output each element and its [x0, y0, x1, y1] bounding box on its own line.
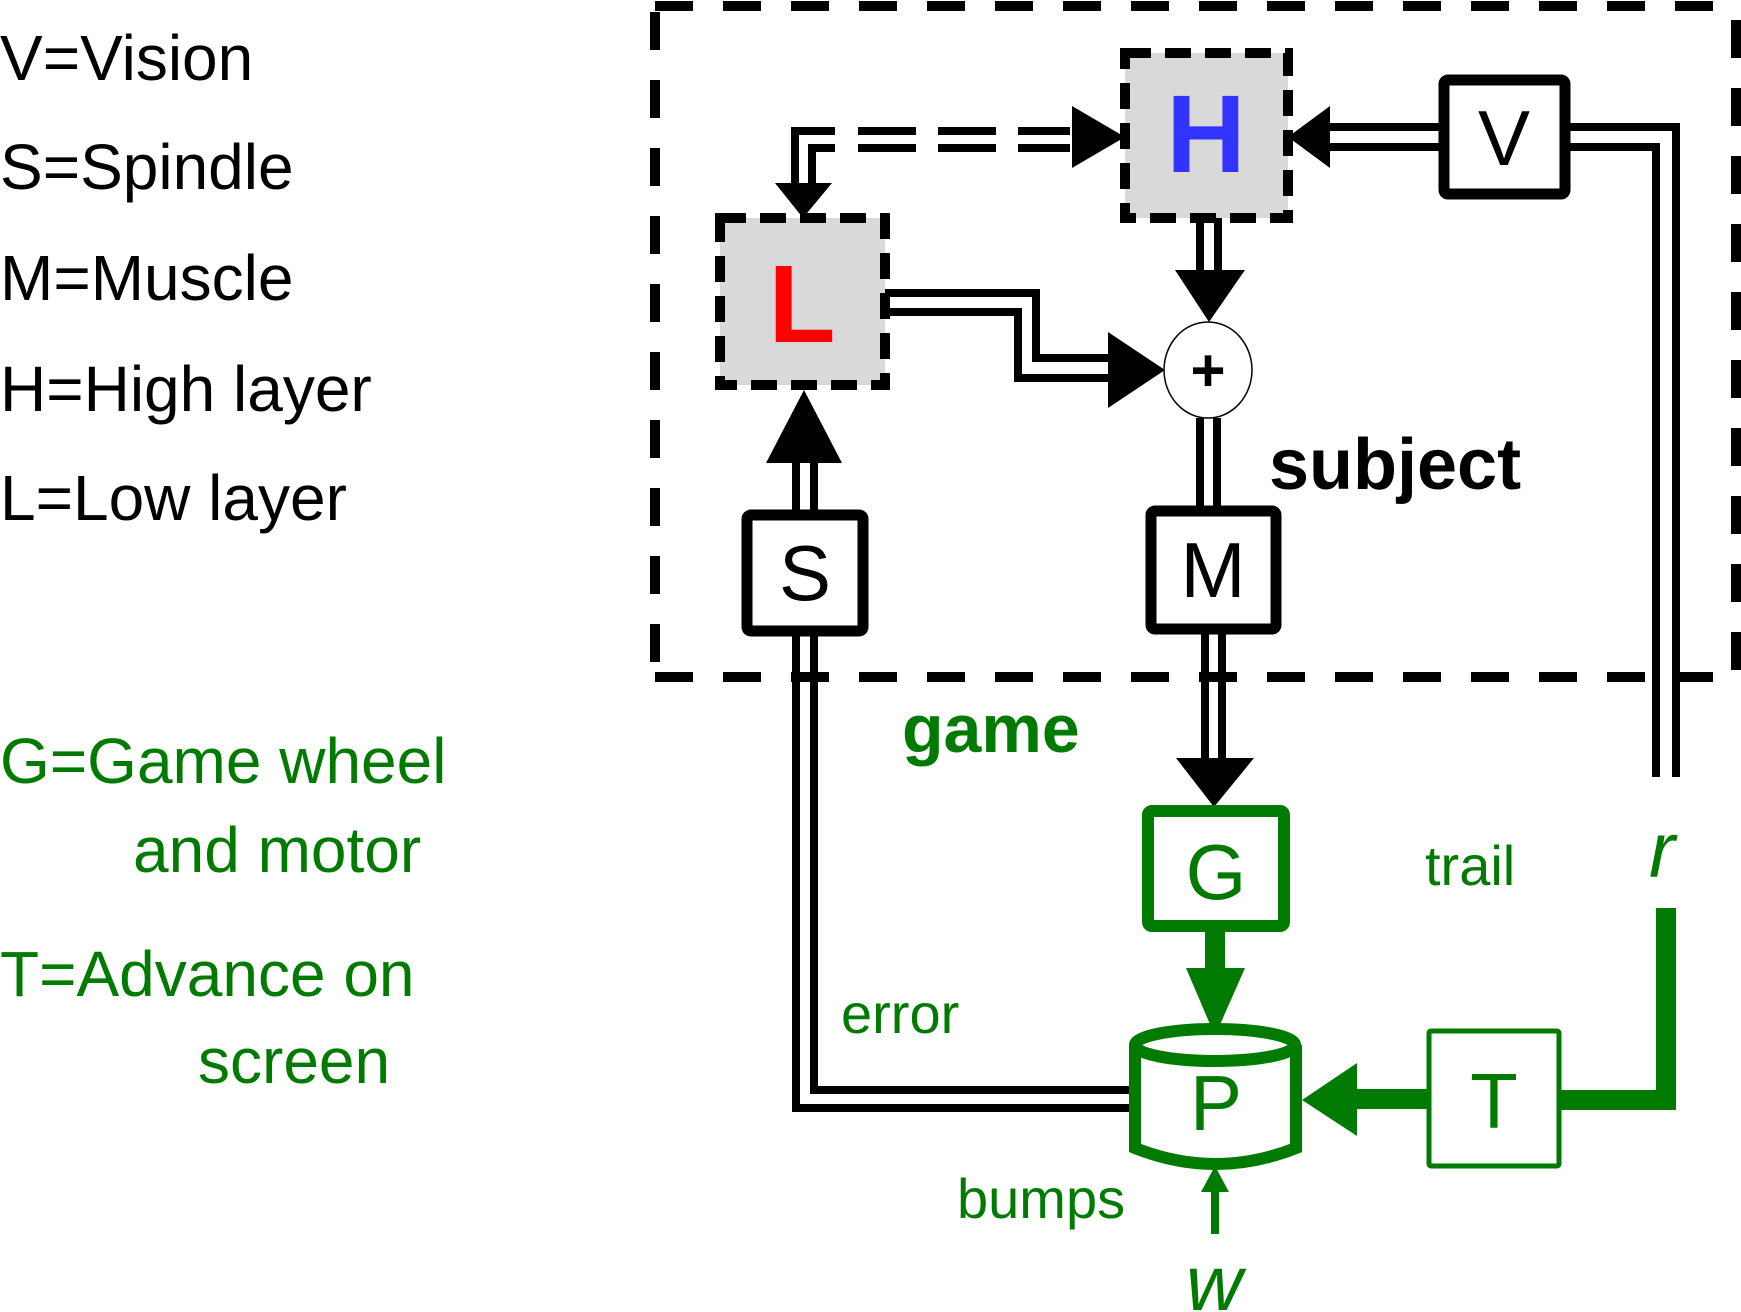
connectors-black: [792, 123, 1680, 1112]
block-p-label: P: [1190, 1059, 1242, 1147]
subject-label: subject: [1269, 425, 1521, 505]
block-s-label: S: [779, 529, 831, 617]
arrowhead-into-sum-left: [1108, 332, 1165, 408]
legend-black: V=Vision S=Spindle M=Muscle H=High layer…: [0, 22, 372, 534]
subject-boundary: [650, 1, 1741, 682]
sum-plus-icon: +: [1190, 337, 1225, 404]
connector-t-to-p: [1302, 1063, 1429, 1136]
legend-item-vision: V=Vision: [0, 22, 253, 94]
arrowhead-into-sum-top: [1175, 270, 1245, 322]
arrowhead-into-h-right: [1288, 106, 1330, 168]
block-m-label: M: [1181, 526, 1246, 614]
legend-item-high-layer: H=High layer: [0, 353, 372, 425]
connector-g-to-p: [1186, 930, 1245, 1036]
legend-item-game-wheel-line2: and motor: [133, 814, 421, 886]
block-spindle: S: [741, 509, 869, 637]
block-muscle: M: [1145, 505, 1282, 635]
signal-w-label: w: [1186, 1239, 1247, 1312]
block-g-label: G: [1186, 828, 1247, 916]
connector-h-to-l-dashed: [791, 127, 1070, 183]
connector-w-to-p: [1201, 1166, 1229, 1234]
game-label: game: [902, 691, 1080, 767]
arrowheads-black: [766, 106, 1330, 807]
arrowhead-into-l-top: [775, 183, 832, 218]
legend-item-advance-line1: T=Advance on: [0, 938, 415, 1010]
arrowhead-into-h-left: [1072, 106, 1125, 168]
signal-error-label: error: [841, 982, 959, 1045]
wire-error-b: [810, 635, 1130, 1094]
block-advance: T: [1426, 1028, 1562, 1169]
connector-r-to-t: [1559, 908, 1676, 1110]
legend-item-spindle: S=Spindle: [0, 131, 294, 203]
block-t-label: T: [1470, 1057, 1518, 1145]
block-game-wheel: G: [1142, 805, 1290, 932]
block-v-label: V: [1478, 94, 1530, 182]
arrowhead-into-l-bottom: [766, 390, 842, 463]
wire-v-to-r-b: [1569, 143, 1660, 777]
legend-item-muscle: M=Muscle: [0, 242, 293, 314]
block-vision: V: [1438, 74, 1571, 200]
legend-green: G=Game wheel and motor T=Advance on scre…: [0, 725, 446, 1097]
legend-item-game-wheel-line1: G=Game wheel: [0, 725, 446, 797]
block-l-label: L: [768, 243, 835, 366]
legend-item-advance-line2: screen: [198, 1025, 390, 1097]
wire-l-to-sum-b: [885, 308, 1110, 382]
block-h-label: H: [1166, 73, 1245, 196]
summing-junction: +: [1163, 321, 1253, 419]
signal-r-label: r: [1649, 806, 1678, 894]
wire-error-a: [792, 635, 1130, 1112]
signal-trail-label: trail: [1425, 834, 1515, 897]
block-high-layer: H: [1120, 48, 1293, 223]
legend-item-low-layer: L=Low layer: [0, 462, 347, 534]
block-low-layer: L: [715, 213, 890, 390]
block-plant-cylinder: P: [1129, 1023, 1302, 1170]
wire-v-to-r-a: [1569, 123, 1680, 777]
wire-l-to-sum-a: [885, 289, 1110, 362]
signal-bumps-label: bumps: [957, 1167, 1125, 1230]
arrowhead-into-g: [1176, 758, 1254, 807]
